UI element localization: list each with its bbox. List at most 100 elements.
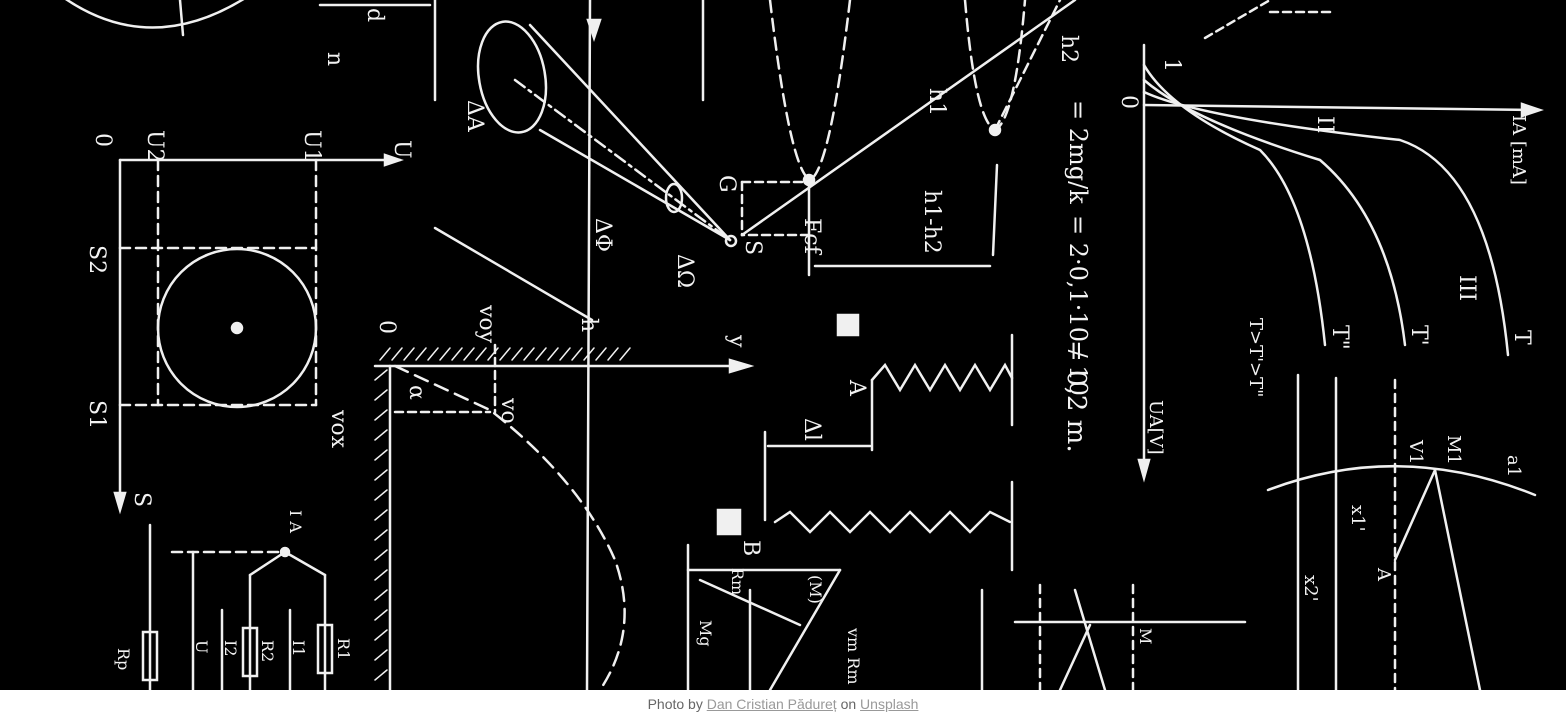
h2-label: h2 [1056,35,1081,63]
u-small-label: U [192,640,211,653]
s-axis-label: S [129,492,154,507]
diagonal-dashed [993,0,1062,132]
zero-top-label: 0 [90,133,115,147]
r1-label: R1 [334,638,353,660]
author-link[interactable]: Dan Cristian Pădureț [706,696,837,712]
a-mass-label: A [844,379,869,397]
a1-label: a1 [1503,455,1524,477]
t-label: T [1509,330,1534,345]
ia-axis-arrow [1520,102,1544,118]
mg-label: Mg [696,620,715,647]
t-relation-label: T>T'>T" [1245,318,1266,397]
u1-label: U1 [299,130,324,163]
hatching-top [379,347,631,361]
i-a-label: I A [286,510,305,533]
beam-diag-2 [1058,623,1092,690]
zero-mid-label: 0 [374,320,399,334]
i2-label: I2 [221,640,240,657]
fcf-label: Fcf [799,218,824,256]
mass-top [836,313,860,337]
r2-label: R2 [258,640,277,662]
point-h [988,123,1002,137]
y-axis-arrow [728,358,755,374]
spring-b [773,510,1012,534]
voy-label: voy [474,304,499,344]
one-label: 1 [1159,58,1184,72]
n-label: n [322,52,347,66]
circuit-branch-l [248,550,287,577]
s1-label: S1 [84,400,109,429]
top-right-dashed [1203,0,1272,40]
a-lens-label: A [1373,567,1394,582]
delta-l-label: Δl [799,418,824,441]
h-label: h [576,318,601,332]
d-label: d [362,8,387,22]
h-measure-vert [991,163,999,257]
curve-t-prime [1142,78,1407,347]
y-axis-label: y [724,334,749,348]
small-ellipse [664,182,684,214]
circuit-node [279,546,291,558]
h1-minus-h2-label: h1-h2 [919,190,944,254]
vox-label: vox [326,409,351,449]
circuit-branch-r [283,550,327,577]
credit-middle: on [840,696,857,712]
vertical-long-line [585,0,592,690]
cone-edge-top [528,23,732,242]
formula-1: = 2mg/k [1064,100,1092,204]
photo-credit: Photo by Dan Cristian Pădureț on Unsplas… [0,690,1566,718]
t-prime-label: T' [1406,325,1431,346]
alpha-label: α [404,385,429,400]
roman-iii-label: III [1454,275,1479,301]
resistor-r2 [241,626,259,678]
delta-a-label: ΔA [462,100,487,133]
vm-rm-label: vm Rm [844,627,863,685]
diagonal-line-h [433,226,594,322]
parabola-dashed-right [963,0,1027,132]
labels-group: U U1 U2 0 S2 S1 S d n ΔA ΔΦ ΔΩ G Fcf S h… [84,8,1534,685]
m1-label: M1 [1443,435,1464,465]
arc-top-left [65,0,245,29]
u-axis-arrow [383,153,404,167]
ua-axis-label: UA[V] [1145,400,1166,455]
m-small-label: M [1136,628,1155,644]
x2-label: x2' [1300,575,1321,602]
v1-label: V1 [1405,439,1426,464]
t-double-prime-label: T" [1327,325,1352,350]
s-axis-arrow [113,491,127,515]
lens-diag-1 [1433,468,1482,690]
roman-ii-label: II [1312,116,1337,133]
spring-a [870,362,1014,393]
physics-diagrams-illustration: U U1 U2 0 S2 S1 S d n ΔA ΔΦ ΔΩ G Fcf S h… [65,0,1544,690]
credit-prefix: Photo by [647,696,703,712]
m-label: (M) [806,575,825,604]
mass-b [716,508,742,536]
curve-t-double-prime [1142,63,1327,347]
g-label: G [714,175,739,193]
resistor-rp [141,630,159,682]
beam-diag-1 [1073,588,1107,690]
h1-label: h1 [924,88,949,116]
u2-label: U2 [142,130,167,163]
delta-phi-label: ΔΦ [590,218,615,252]
b-mass-label: B [738,540,763,556]
ia-axis-line [1142,103,1532,112]
delta-omega-label: ΔΩ [672,254,697,288]
u-axis-label: U [389,140,414,159]
s2-label: S2 [84,245,109,274]
vo-label: vo [496,397,521,424]
unsplash-link[interactable]: Unsplash [860,696,919,712]
formula-2: = 2·0,1·10 / 10 [1064,215,1092,396]
formula-result: = 0,2 m. [1061,340,1091,453]
parabola-dashed [768,0,852,182]
cone-base-ellipse [476,20,548,134]
x1-label: x1' [1347,505,1368,532]
force-diag [768,568,842,690]
trajectory-dashed [393,364,626,690]
blackboard-photo: U U1 U2 0 S2 S1 S d n ΔA ΔΦ ΔΩ G Fcf S h… [0,0,1566,690]
hatching-wall [374,369,388,681]
curve-t [1142,90,1510,357]
s-point-label: S [740,240,765,255]
lens-diag-2 [1393,468,1437,562]
cone-axis [513,78,732,242]
